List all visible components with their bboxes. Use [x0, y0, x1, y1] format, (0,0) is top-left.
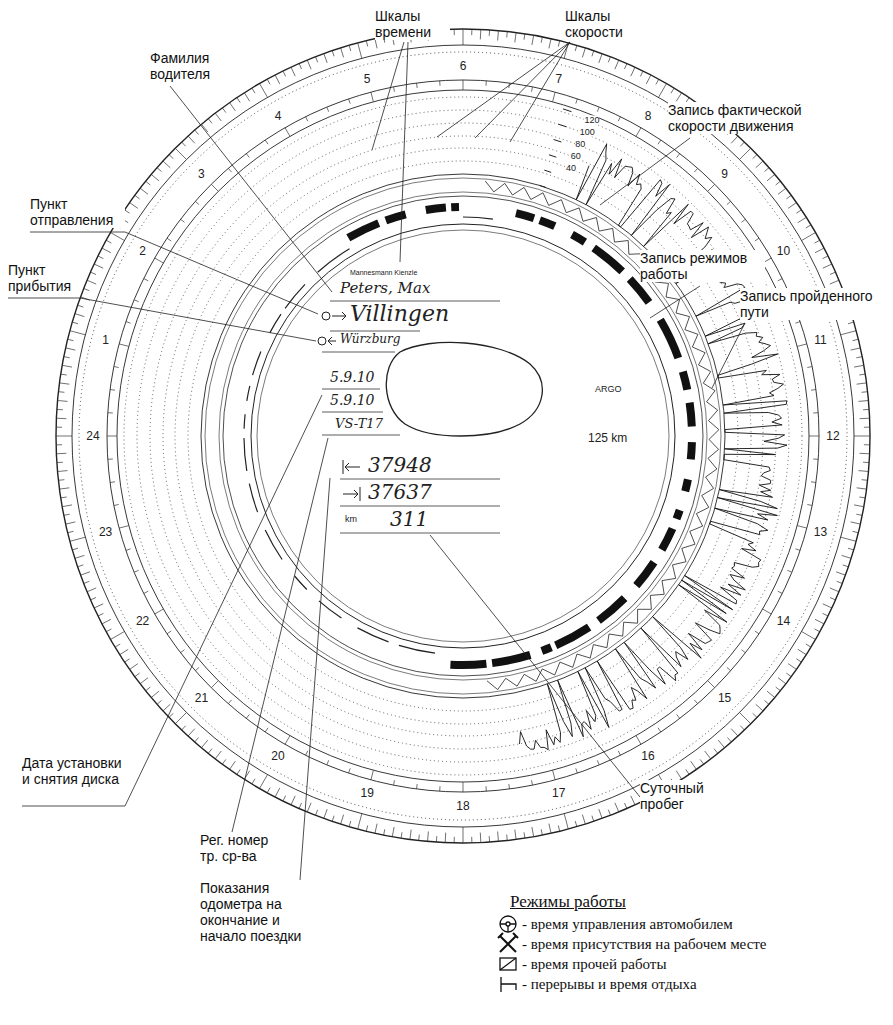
date-start: 5.9.10: [330, 370, 375, 384]
legend-text: - время управления автомобилем: [522, 915, 733, 933]
date-end: 5.9.10: [330, 393, 375, 407]
hour-number: 4: [274, 110, 283, 122]
hour-number: 6: [459, 60, 468, 72]
time-ticks: [107, 80, 819, 792]
hour-number: 15: [717, 692, 732, 704]
hour-number: 2: [138, 245, 147, 257]
hour-number: 10: [776, 245, 791, 257]
callout-label: Шкалы времени: [375, 8, 450, 40]
hour-number: 17: [551, 787, 566, 799]
disc-range: 125 km: [588, 432, 627, 444]
callout-label: Суточный пробег: [640, 780, 720, 812]
hour-number: 9: [720, 168, 729, 180]
leader-lines: [8, 42, 745, 880]
legend-text: - время присутствия на рабочем месте: [522, 935, 767, 953]
legend-text: - время прочей работы: [522, 955, 666, 973]
speed-record: [520, 144, 788, 750]
callout-label: Шкалы скорости: [565, 8, 650, 40]
hour-number: 16: [640, 750, 655, 762]
speed-number: 120: [584, 115, 599, 124]
disc-rings: [56, 29, 870, 843]
callout-label: Пункт прибытия: [8, 262, 80, 294]
hour-number: 3: [197, 168, 206, 180]
hour-number: 1: [101, 334, 110, 346]
driver-name: Peters, Max: [340, 281, 430, 296]
departure-place: Villingen: [350, 303, 449, 325]
form-rules: [322, 301, 500, 533]
hour-number: 11: [813, 334, 827, 346]
vehicle-number: VS-T17: [335, 417, 383, 430]
hour-number: 13: [813, 526, 828, 538]
hour-number: 22: [135, 615, 150, 627]
callout-label: Запись режимов работы: [640, 250, 765, 282]
legend-symbols: [498, 916, 518, 992]
disc-type: ARGO: [595, 385, 622, 394]
hour-number: 8: [644, 110, 653, 122]
callout-label: Дата установки и снятия диска: [22, 755, 127, 787]
center-hole: [386, 342, 542, 436]
hour-number: 7: [554, 73, 563, 85]
hour-number: 12: [825, 430, 840, 442]
hour-number: 5: [363, 73, 372, 85]
callout-label: Рег. номер тр. ср-ва: [200, 832, 290, 864]
callout-label: Пункт отправления: [30, 196, 125, 228]
speed-number: 40: [566, 163, 576, 172]
odometer-end: 37948: [368, 455, 432, 475]
speed-scale-ticks: [540, 109, 572, 188]
hour-number: 14: [776, 615, 791, 627]
hour-number: 18: [455, 800, 470, 812]
hour-number: 24: [85, 430, 100, 442]
hour-number: 20: [270, 750, 285, 762]
callout-label: Показания одометра на окончание и начало…: [200, 880, 315, 944]
arrival-place: Würzburg: [340, 333, 400, 345]
hour-number: 23: [98, 526, 113, 538]
speed-number: 100: [580, 127, 595, 136]
hour-number: 19: [360, 787, 375, 799]
callout-label: Запись пройденного пути: [740, 288, 890, 320]
hour-number: 21: [194, 692, 209, 704]
unit-label: km: [345, 515, 357, 524]
minute-ticks: [56, 29, 870, 843]
disc-recordings: [56, 29, 870, 843]
brand-name: Mannesmann Kienzle: [350, 269, 417, 276]
callout-label: Запись фактической скорости движения: [668, 102, 818, 134]
speed-number: 80: [575, 139, 585, 148]
odometer-start: 37637: [368, 482, 432, 502]
legend-text: - перерывы и время отдыха: [522, 975, 697, 993]
daily-distance: 311: [390, 509, 428, 529]
legend-title: Режимы работы: [510, 893, 626, 912]
speed-number: 60: [571, 151, 581, 160]
callout-label: Фамилия водителя: [150, 50, 230, 82]
